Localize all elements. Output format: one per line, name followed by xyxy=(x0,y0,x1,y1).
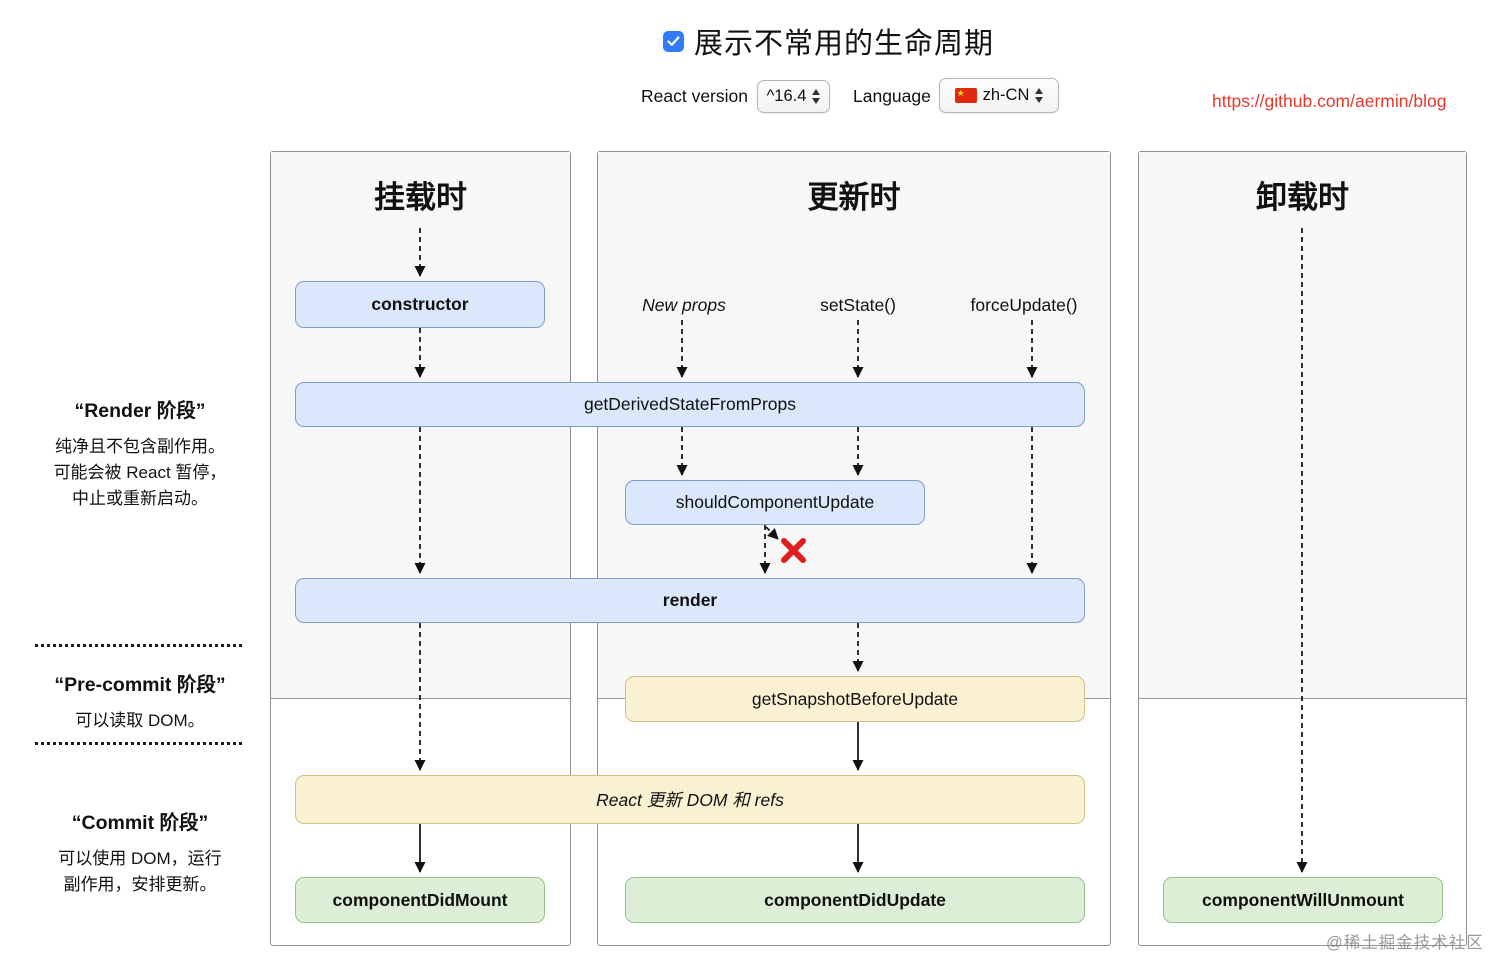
box-render[interactable]: render xyxy=(295,578,1085,623)
box-component-did-update[interactable]: componentDidUpdate xyxy=(625,877,1085,923)
phase-divider xyxy=(35,644,242,647)
react-version-label: React version xyxy=(641,86,748,106)
trigger-set-state: setState() xyxy=(820,295,896,315)
phase-render-title: “Render 阶段” xyxy=(74,400,206,422)
phase-divider xyxy=(35,742,242,745)
box-react-updates-dom: React 更新 DOM 和 refs xyxy=(295,775,1085,824)
repo-link[interactable]: https://github.com/aermin/blog xyxy=(1212,91,1447,111)
trigger-new-props: New props xyxy=(642,295,726,315)
box-component-did-mount[interactable]: componentDidMount xyxy=(295,877,545,923)
stepper-arrows-icon xyxy=(1035,88,1044,103)
stepper-arrows-icon xyxy=(812,89,821,104)
phase-precommit-title: “Pre-commit 阶段” xyxy=(54,674,226,696)
flag-cn-icon: ★ xyxy=(954,88,977,103)
column-mounting-title: 挂载时 xyxy=(374,180,467,215)
box-component-will-unmount[interactable]: componentWillUnmount xyxy=(1163,877,1443,923)
phase-render-line: 中止或重新启动。 xyxy=(72,489,208,508)
phase-commit: “Commit 阶段” 可以使用 DOM，运行 副作用，安排更新。 xyxy=(15,806,265,898)
phase-render-line: 可能会被 React 暂停， xyxy=(53,463,227,482)
column-mounting: 挂载时 xyxy=(270,151,571,946)
box-get-derived-state-from-props[interactable]: getDerivedStateFromProps xyxy=(295,382,1085,427)
phase-render-line: 纯净且不包含副作用。 xyxy=(55,437,225,456)
phase-precommit: “Pre-commit 阶段” 可以读取 DOM。 xyxy=(15,668,265,734)
box-should-component-update[interactable]: shouldComponentUpdate xyxy=(625,480,925,525)
controls-row: React version ^16.4 Language ★ zh-CN xyxy=(0,78,1512,114)
column-updating: 更新时 xyxy=(597,151,1111,946)
language-label: Language xyxy=(853,86,931,106)
column-unmounting: 卸载时 xyxy=(1138,151,1467,946)
phase-precommit-line: 可以读取 DOM。 xyxy=(75,711,205,730)
box-get-snapshot-before-update[interactable]: getSnapshotBeforeUpdate xyxy=(625,676,1085,722)
react-version-value: ^16.4 xyxy=(766,87,807,105)
show-uncommon-checkbox[interactable] xyxy=(663,30,684,52)
column-unmounting-title: 卸载时 xyxy=(1256,180,1349,215)
column-unmounting-render-phase-bg: 卸载时 xyxy=(1139,152,1466,699)
phase-commit-line: 副作用，安排更新。 xyxy=(63,875,217,894)
react-version-select[interactable]: ^16.4 xyxy=(757,80,830,113)
trigger-force-update: forceUpdate() xyxy=(970,295,1078,315)
language-select[interactable]: ★ zh-CN xyxy=(939,78,1059,113)
header: 展示不常用的生命周期 xyxy=(663,20,994,62)
page-title: 展示不常用的生命周期 xyxy=(694,28,995,60)
language-value: zh-CN xyxy=(982,86,1030,104)
phase-render: “Render 阶段” 纯净且不包含副作用。 可能会被 React 暂停， 中止… xyxy=(15,394,265,512)
check-icon xyxy=(667,36,680,46)
phase-commit-title: “Commit 阶段” xyxy=(71,812,209,834)
phase-commit-line: 可以使用 DOM，运行 xyxy=(58,849,222,868)
watermark: @稀土掘金技术社区 xyxy=(1326,934,1484,952)
column-updating-title: 更新时 xyxy=(807,180,901,215)
box-constructor[interactable]: constructor xyxy=(295,281,545,328)
